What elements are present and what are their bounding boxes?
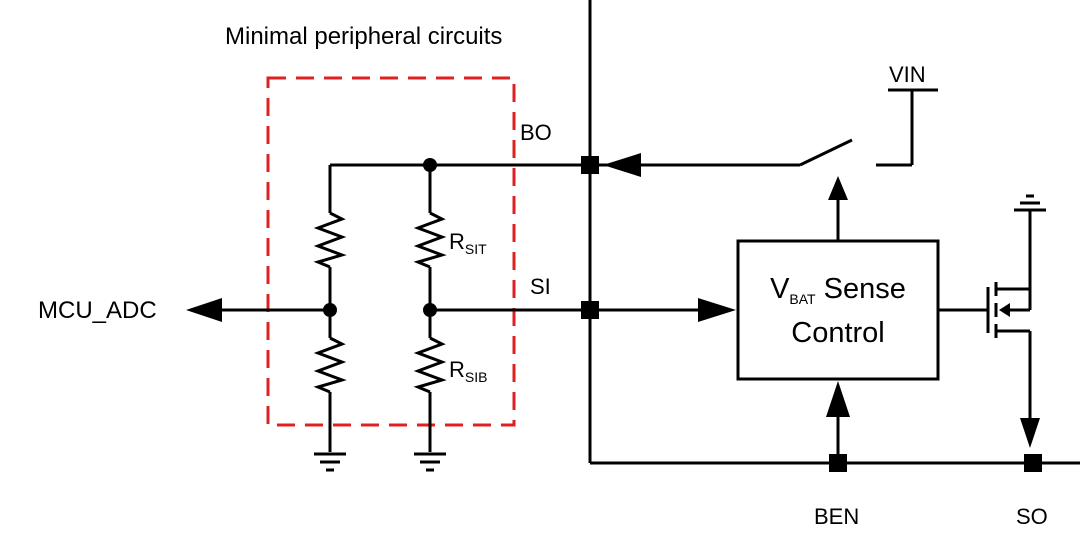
pin-label-mcu-adc: MCU_ADC [38, 297, 157, 324]
pin-label-bo: BO [520, 120, 552, 145]
switch-control-arrow [828, 176, 848, 200]
vin-switch [799, 88, 938, 167]
diagram-title: Minimal peripheral circuits [225, 23, 502, 50]
peripheral-boundary [266, 76, 516, 427]
resistor-label-top: RSIT [449, 229, 487, 257]
pin-label-so: SO [1016, 504, 1048, 529]
mosfet-body-arrow [999, 303, 1010, 317]
pin-label-ben: BEN [814, 504, 859, 529]
pin-squares [581, 156, 1042, 472]
block-label-line2: Control [791, 317, 885, 349]
pin-label-vin: VIN [889, 62, 926, 87]
sense-control-block [736, 239, 940, 381]
ben-arrow [826, 381, 850, 417]
resistor-label-bottom: RSIB [449, 357, 487, 385]
block-label-line1: VBAT Sense [770, 273, 906, 307]
left-resistor-column [313, 165, 347, 452]
mcu-adc-arrow [186, 298, 222, 322]
so-arrow [1020, 418, 1040, 448]
junctions [323, 158, 437, 317]
pin-label-si: SI [530, 274, 551, 299]
ground-icon [314, 452, 346, 472]
si-arrow [698, 298, 736, 322]
mosfet-icon [938, 210, 1032, 418]
bo-arrow [603, 153, 641, 177]
right-resistor-column [413, 165, 447, 452]
ground-icon [1014, 194, 1046, 212]
ground-icon [414, 452, 446, 472]
